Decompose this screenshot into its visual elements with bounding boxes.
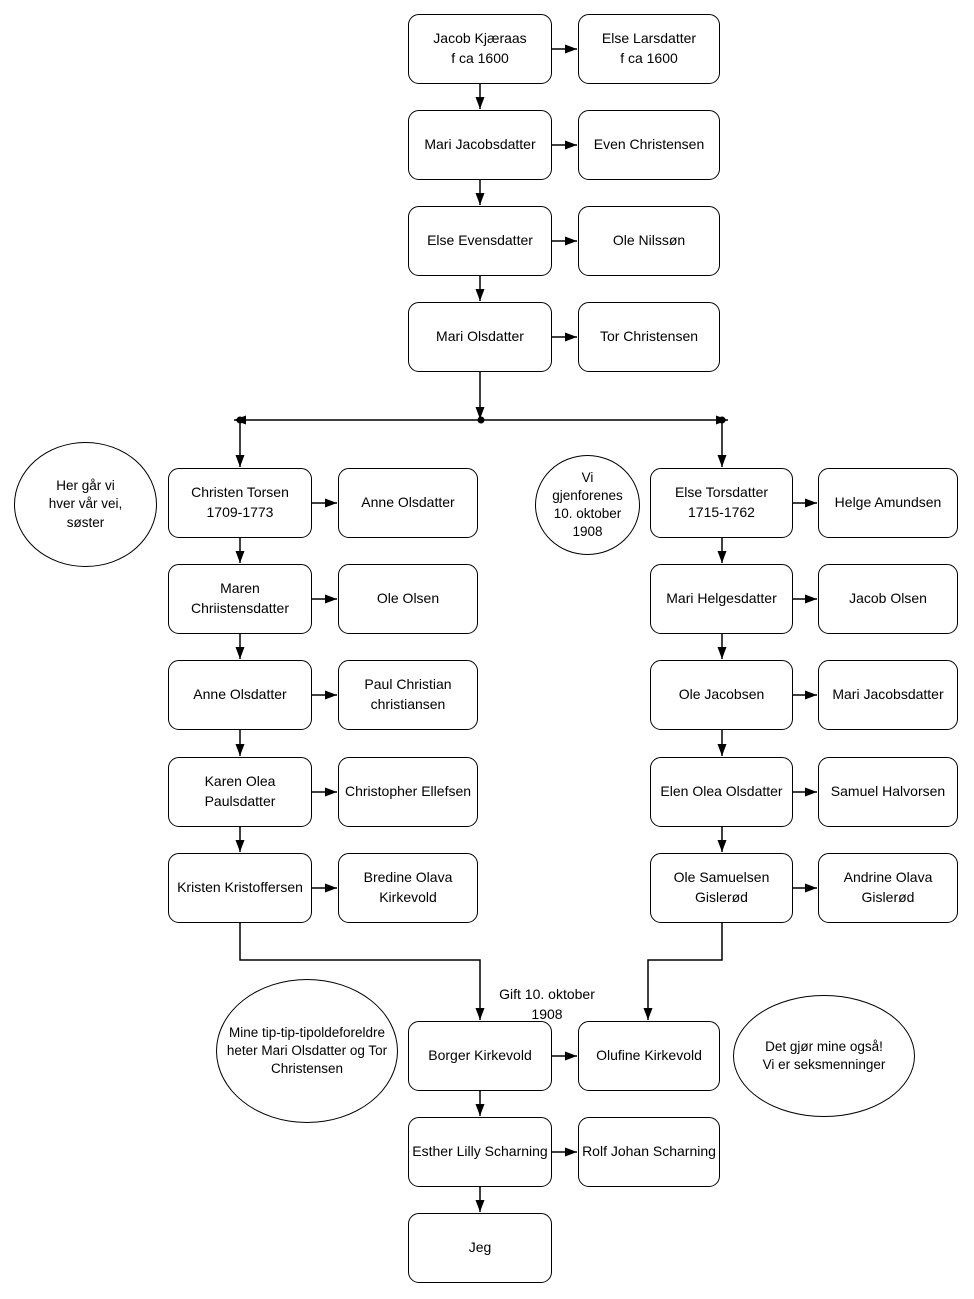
connector-right-to-olufine [643,923,723,1020]
box-maren-chriistensdatter: Maren Chriistensdatter [168,564,312,634]
box-olufine-kirkevold: Olufine Kirkevold [578,1021,720,1091]
box-ole-samuelsen-gisleroed: Ole Samuelsen Gislerød [650,853,793,923]
box-ole-olsen: Ole Olsen [338,564,478,634]
box-else-torsdatter: Else Torsdatter 1715-1762 [650,468,793,538]
box-jacob-kjaeraas: Jacob Kjæraas f ca 1600 [408,14,552,84]
box-jeg: Jeg [408,1213,552,1283]
speech-bubble-her-gaar-vi: Her går vi hver vår vei, søster [14,442,157,567]
box-christopher-ellefsen: Christopher Ellefsen [338,757,478,827]
box-kristen-kristoffersen: Kristen Kristoffersen [168,853,312,923]
box-bredine-olava-kirkevold: Bredine Olava Kirkevold [338,853,478,923]
box-mari-olsdatter: Mari Olsdatter [408,302,552,372]
box-christen-torsen: Christen Torsen 1709-1773 [168,468,312,538]
junction-dot [718,416,726,424]
box-rolf-johan-scharning: Rolf Johan Scharning [578,1117,720,1187]
box-even-christensen: Even Christensen [578,110,720,180]
box-elen-olea-olsdatter: Elen Olea Olsdatter [650,757,793,827]
speech-bubble-vi-gjenforenes: Vi gjenforenes 10. oktober 1908 [535,455,640,555]
speech-bubble-tipoldeforeldre: Mine tip-tip-tipoldeforeldre heter Mari … [216,979,398,1123]
marriage-date-label: Gift 10. oktober 1908 [499,986,595,1023]
box-anne-olsdatter-2: Anne Olsdatter [168,660,312,730]
junction-dot [236,416,244,424]
speech-bubble-seksmenninger: Det gjør mine også! Vi er seksmenninger [733,995,915,1117]
box-mari-jacobsdatter-2: Mari Jacobsdatter [818,660,958,730]
box-else-larsdatter: Else Larsdatter f ca 1600 [578,14,720,84]
box-ole-jacobsen: Ole Jacobsen [650,660,793,730]
box-ole-nilssoen: Ole Nilssøn [578,206,720,276]
box-samuel-halvorsen: Samuel Halvorsen [818,757,958,827]
box-helge-amundsen: Helge Amundsen [818,468,958,538]
junction-dot [477,416,485,424]
box-borger-kirkevold: Borger Kirkevold [408,1021,552,1091]
box-mari-jacobsdatter: Mari Jacobsdatter [408,110,552,180]
box-paul-christian-christiansen: Paul Christian christiansen [338,660,478,730]
box-andrine-olava-gisleroed: Andrine Olava Gislerød [818,853,958,923]
box-else-evensdatter: Else Evensdatter [408,206,552,276]
box-karen-olea-paulsdatter: Karen Olea Paulsdatter [168,757,312,827]
box-esther-lilly-scharning: Esther Lilly Scharning [408,1117,552,1187]
box-anne-olsdatter-1: Anne Olsdatter [338,468,478,538]
box-mari-helgesdatter: Mari Helgesdatter [650,564,793,634]
box-jacob-olsen: Jacob Olsen [818,564,958,634]
box-tor-christensen: Tor Christensen [578,302,720,372]
